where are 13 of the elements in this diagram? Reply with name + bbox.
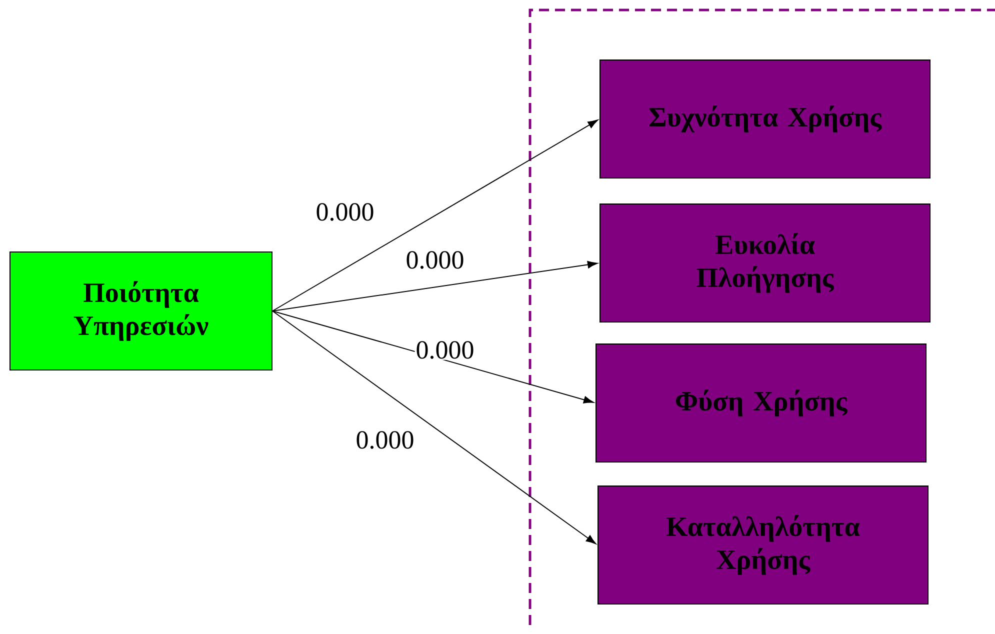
edge-label: 0.000 (404, 250, 466, 270)
edge-label: 0.000 (314, 202, 376, 222)
arrow (272, 310, 596, 544)
process-box: Φύση Χρήσης (596, 344, 927, 462)
process-box: Ευκολία Πλοήγησης (600, 204, 931, 322)
process-box: Ποιότητα Υπηρεσιών (10, 252, 272, 370)
arrow (272, 261, 598, 312)
arrow (272, 120, 598, 312)
arrow (272, 310, 594, 404)
process-box: Συχνότητα Χρήσης (600, 60, 931, 178)
process-box: Καταλληλότητα Χρήσης (598, 486, 928, 604)
edge-label: 0.000 (354, 430, 416, 450)
edge-label: 0.000 (414, 340, 476, 360)
